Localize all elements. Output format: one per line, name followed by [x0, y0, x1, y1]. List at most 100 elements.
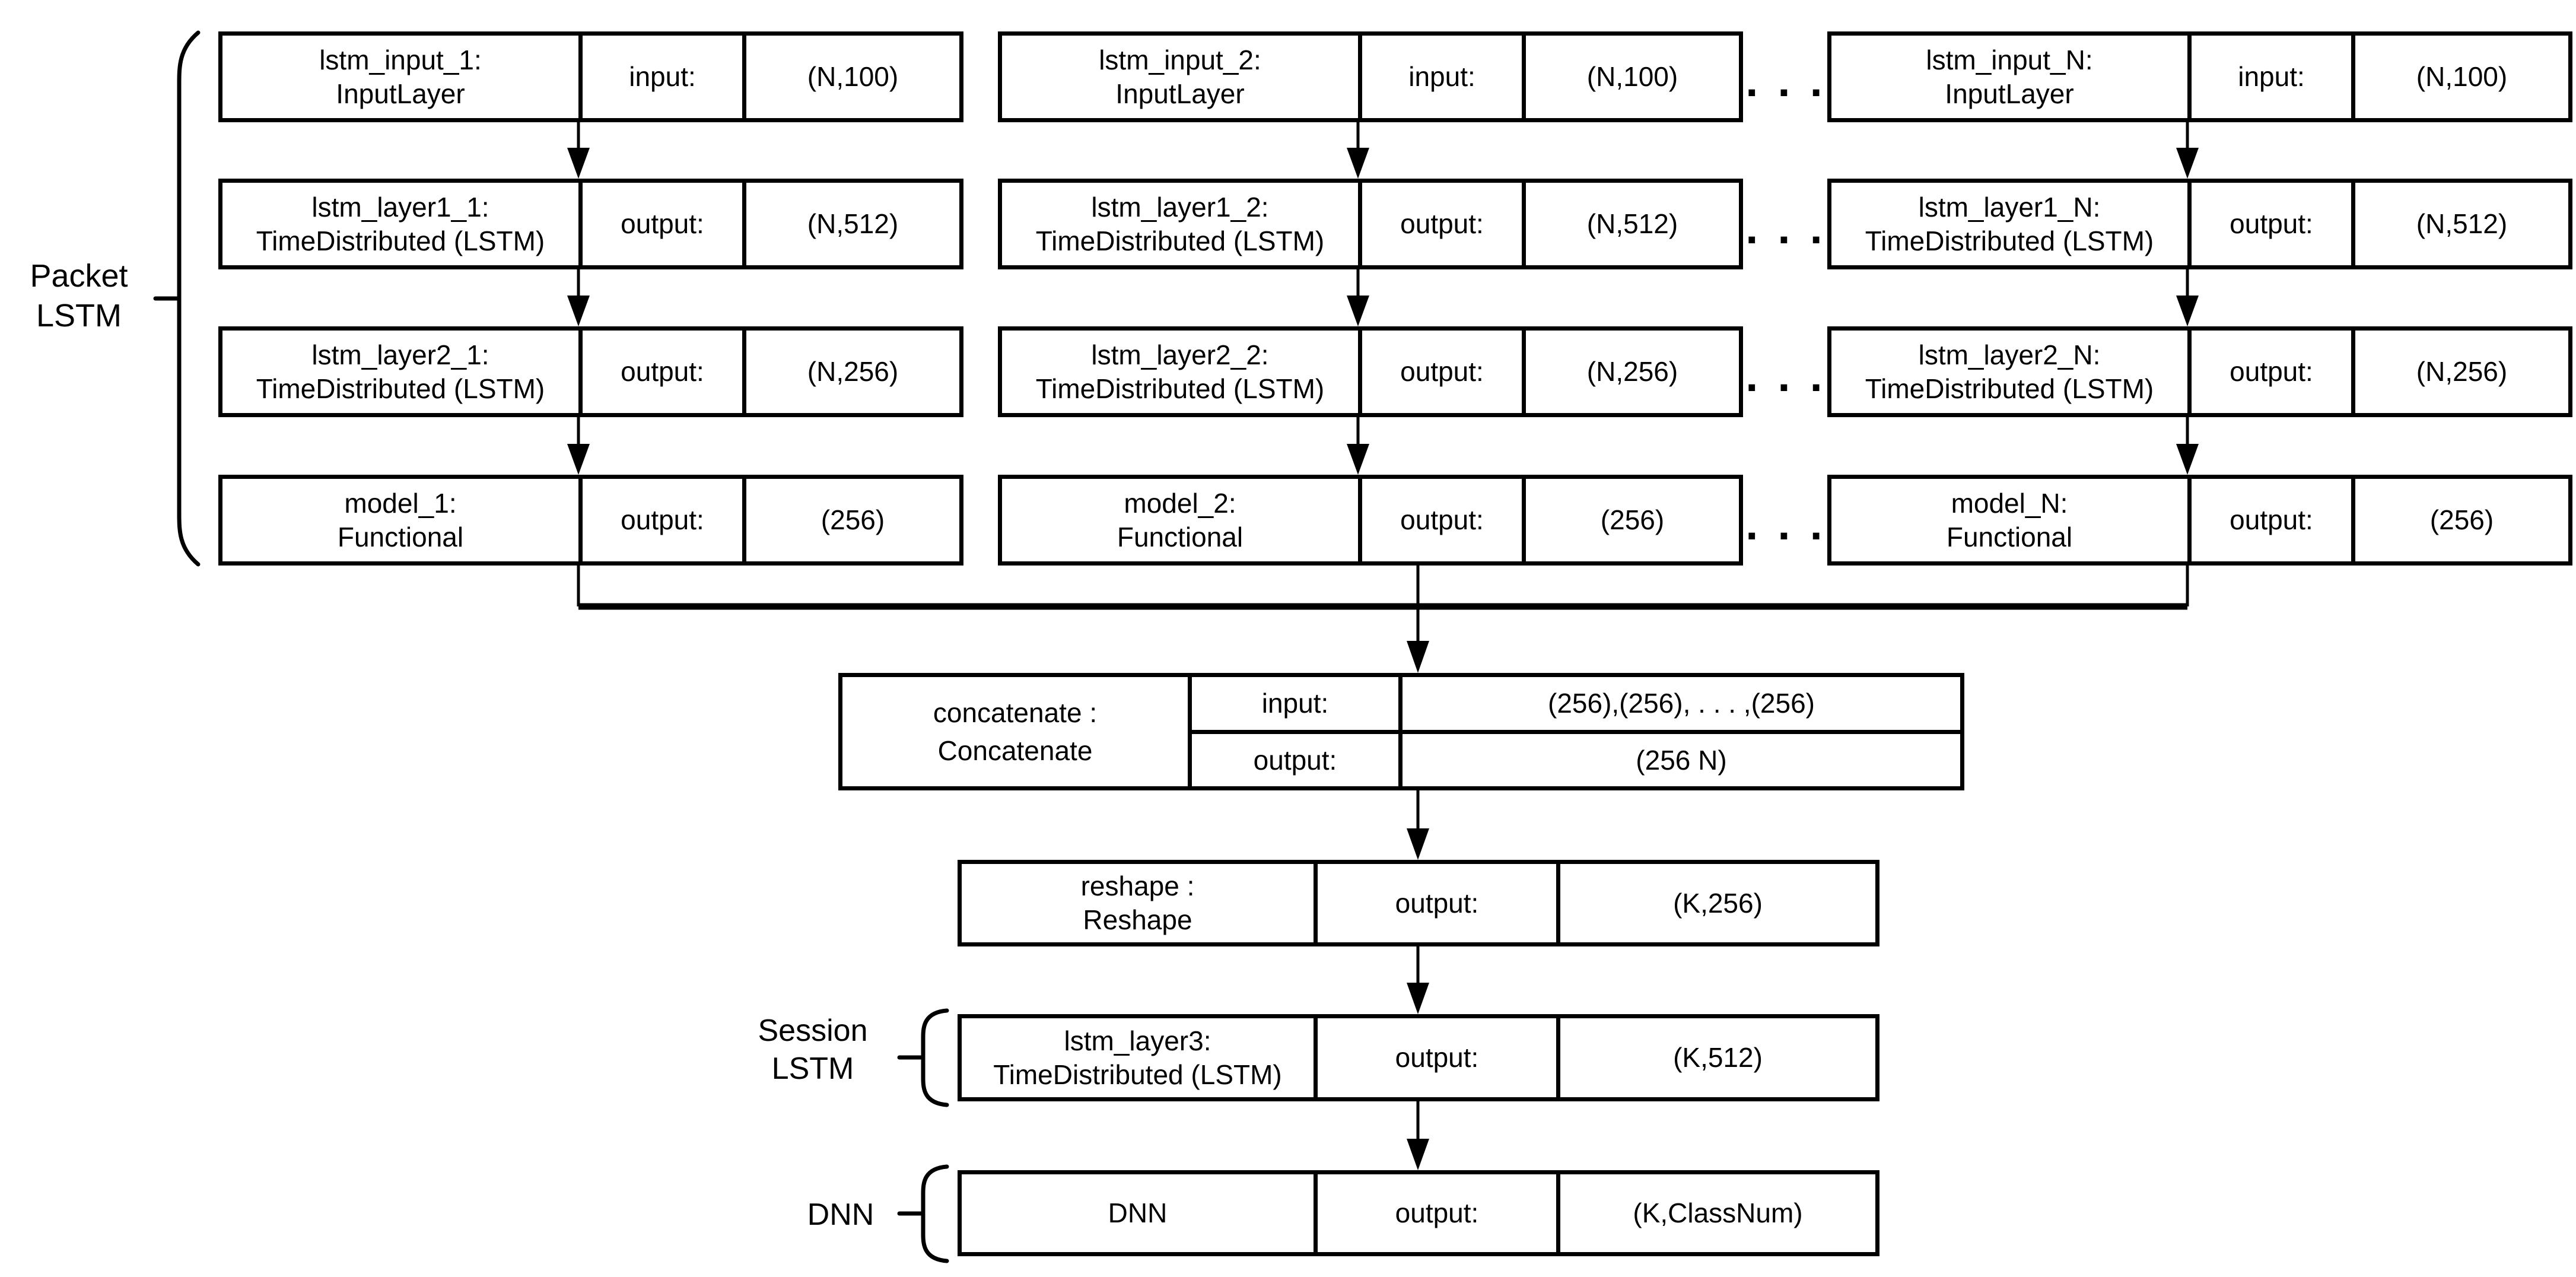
layer-name: lstm_layer1_2:: [1091, 191, 1269, 223]
io-label: input:: [578, 36, 742, 118]
layer-name-cell: lstm_input_2: InputLayer: [1002, 36, 1358, 118]
arrowhead: [1407, 983, 1429, 1014]
shape-value: (N,512): [2351, 183, 2568, 265]
box-lstm-layer2-N: lstm_layer2_N: TimeDistributed (LSTM) ou…: [1827, 326, 2572, 417]
layer-type: Functional: [337, 521, 464, 552]
arrowhead: [567, 296, 590, 326]
layer-name-cell: model_2: Functional: [1002, 479, 1358, 561]
io-label: input:: [1261, 688, 1329, 719]
layer-type: TimeDistributed (LSTM): [256, 225, 545, 256]
layer-name: concatenate :: [933, 697, 1098, 728]
layer-name: lstm_layer2_1:: [311, 339, 489, 370]
shape-value: (256 N): [1398, 733, 1960, 786]
box-model-2: model_2: Functional output: (256): [998, 475, 1743, 566]
layer-type: Concatenate: [937, 735, 1093, 766]
box-lstm-layer1-2: lstm_layer1_2: TimeDistributed (LSTM) ou…: [998, 179, 1743, 269]
shape-value: (N,512): [742, 183, 959, 265]
shape-value: (K,512): [1556, 1018, 1875, 1097]
arrowhead: [2176, 444, 2199, 475]
layer-name: model_2:: [1124, 487, 1236, 519]
layer-name-cell: model_N: Functional: [1831, 479, 2187, 561]
arrowhead: [1407, 641, 1429, 673]
shape-value: (N,256): [1522, 331, 1739, 413]
box-model-N: model_N: Functional output: (256): [1827, 475, 2572, 566]
layer-name-cell: DNN: [962, 1174, 1314, 1252]
io-label: output:: [1314, 1018, 1556, 1097]
layer-name-cell: lstm_input_1: InputLayer: [222, 36, 578, 118]
io-label: output:: [1253, 744, 1337, 776]
shape-value: (N,100): [1522, 36, 1739, 118]
dnn-brace: [921, 1164, 949, 1263]
dnn-label: DNN: [807, 1197, 874, 1232]
io-label: output:: [2187, 183, 2351, 265]
arrowhead: [1347, 444, 1369, 475]
box-lstm-layer2-1: lstm_layer2_1: TimeDistributed (LSTM) ou…: [218, 326, 963, 417]
layer-name-cell: lstm_layer1_1: TimeDistributed (LSTM): [222, 183, 578, 265]
layer-name-cell: lstm_layer2_N: TimeDistributed (LSTM): [1831, 331, 2187, 413]
layer-name-cell: lstm_layer2_2: TimeDistributed (LSTM): [1002, 331, 1358, 413]
layer-name: lstm_input_N:: [1926, 44, 2093, 75]
shape-value: (N,256): [742, 331, 959, 413]
layer-name-cell: lstm_layer1_N: TimeDistributed (LSTM): [1831, 183, 2187, 265]
layer-name-cell: lstm_layer3: TimeDistributed (LSTM): [962, 1018, 1314, 1097]
layer-name: model_1:: [344, 487, 457, 519]
io-label: output:: [578, 479, 742, 561]
concatenate-input-row: input: (256),(256), . . . ,(256): [1192, 677, 1960, 730]
ellipsis-row1: . . .: [1745, 56, 1826, 106]
layer-name: reshape :: [1080, 871, 1195, 901]
concatenate-io-rows: input: (256),(256), . . . ,(256) output:…: [1188, 677, 1960, 786]
layer-type: Functional: [1117, 521, 1244, 552]
arrowhead: [2176, 296, 2199, 326]
shape-value: (N,100): [742, 36, 959, 118]
layer-type: InputLayer: [1945, 78, 2074, 109]
layer-name-cell: lstm_layer2_1: TimeDistributed (LSTM): [222, 331, 578, 413]
layer-type: InputLayer: [336, 78, 465, 109]
layer-type: TimeDistributed (LSTM): [1035, 225, 1325, 256]
box-reshape: reshape : Reshape output: (K,256): [958, 860, 1879, 946]
layer-name-cell: lstm_input_N: InputLayer: [1831, 36, 2187, 118]
shape-value: (256): [1522, 479, 1739, 561]
io-label: output:: [1314, 864, 1556, 942]
arrowhead: [567, 444, 590, 475]
layer-type: Reshape: [1083, 904, 1192, 935]
layer-type: TimeDistributed (LSTM): [256, 373, 545, 404]
io-label: output:: [1358, 479, 1522, 561]
box-lstm-input-1: lstm_input_1: InputLayer input: (N,100): [218, 31, 963, 122]
box-concatenate: concatenate : Concatenate input: (256),(…: [838, 673, 1964, 790]
packet-lstm-label-line2: LSTM: [36, 298, 122, 333]
shape-value: (256),(256), . . . ,(256): [1398, 677, 1960, 730]
shape-value: (K,256): [1556, 864, 1875, 942]
session-lstm-label-line1: Session: [758, 1014, 868, 1048]
arrowhead: [1347, 148, 1369, 179]
layer-name: lstm_input_1:: [319, 44, 482, 75]
io-label: output:: [2187, 331, 2351, 413]
shape-value: (256): [2351, 479, 2568, 561]
io-label: output:: [1358, 331, 1522, 413]
layer-name: lstm_layer2_N:: [1918, 339, 2101, 370]
io-label: output:: [578, 331, 742, 413]
layer-type: TimeDistributed (LSTM): [1865, 373, 2154, 404]
shape-value: (256): [742, 479, 959, 561]
layer-name-cell: concatenate : Concatenate: [842, 677, 1188, 786]
shape-value: (K,ClassNum): [1556, 1174, 1875, 1252]
layer-name-cell: reshape : Reshape: [962, 864, 1314, 942]
packet-brace: [177, 30, 201, 567]
io-label: output:: [1358, 183, 1522, 265]
arrowhead: [1407, 1139, 1429, 1170]
box-lstm-input-2: lstm_input_2: InputLayer input: (N,100): [998, 31, 1743, 122]
layer-name-cell: lstm_layer1_2: TimeDistributed (LSTM): [1002, 183, 1358, 265]
layer-name: lstm_layer3:: [1064, 1025, 1211, 1056]
layer-name: lstm_layer1_N:: [1918, 191, 2101, 223]
layer-type: Functional: [1946, 521, 2073, 552]
box-dnn: DNN output: (K,ClassNum): [958, 1170, 1879, 1256]
packet-lstm-label: Packet LSTM: [11, 256, 147, 336]
layer-type: TimeDistributed (LSTM): [993, 1059, 1282, 1090]
ellipsis-row2: . . .: [1745, 203, 1826, 253]
layer-name: lstm_input_2:: [1099, 44, 1261, 75]
layer-type: TimeDistributed (LSTM): [1035, 373, 1325, 404]
session-brace: [921, 1008, 949, 1107]
layer-type: InputLayer: [1115, 78, 1245, 109]
shape-value: (N,100): [2351, 36, 2568, 118]
layer-name: DNN: [1108, 1197, 1168, 1228]
